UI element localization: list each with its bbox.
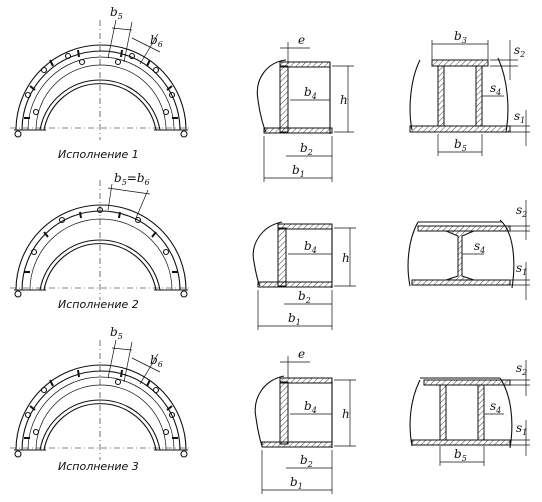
svg-text:b1: b1: [292, 163, 305, 179]
svg-text:s2: s2: [516, 361, 527, 377]
svg-text:b4: b4: [304, 85, 317, 101]
section-variant-1: e b4 h b2 b1: [256, 33, 354, 182]
ring-variant-1: b5 b6 Исполнение 1: [10, 5, 192, 161]
svg-text:e: e: [298, 347, 305, 361]
svg-text:s4: s4: [490, 81, 501, 97]
svg-text:b6: b6: [150, 33, 163, 49]
ring-variant-2: b5=b6 Исполнение 2: [10, 171, 192, 311]
svg-text:s1: s1: [514, 109, 525, 125]
svg-text:b3: b3: [454, 29, 467, 45]
dim-e-label: e: [298, 33, 305, 47]
svg-text:s1: s1: [516, 261, 527, 277]
svg-text:b2: b2: [298, 289, 311, 305]
dim-b5-label: b: [110, 5, 118, 19]
dim-b5-label: b: [110, 325, 118, 339]
profile-variant-1: b3 s2 s4 s1 b5: [409, 29, 530, 156]
caption-variant-2: Исполнение 2: [58, 298, 139, 311]
svg-text:b1: b1: [288, 311, 301, 327]
dim-b6-label: b: [150, 33, 158, 47]
svg-text:h: h: [342, 407, 350, 421]
svg-text:b4: b4: [304, 239, 317, 255]
svg-text:s2: s2: [516, 203, 527, 219]
svg-text:b6: b6: [150, 353, 163, 369]
profile-variant-3: s2 s4 s1 b5: [409, 360, 530, 466]
caption-variant-3: Исполнение 3: [58, 460, 139, 473]
svg-text:b5=b6: b5=b6: [114, 171, 150, 187]
svg-text:b1: b1: [290, 475, 303, 491]
svg-text:b5: b5: [454, 137, 467, 153]
section-variant-3: e b4 h b2 b1: [254, 347, 356, 494]
dim-b6-label: b: [150, 353, 158, 367]
svg-text:s1: s1: [516, 421, 527, 437]
svg-text:b2: b2: [300, 453, 313, 469]
caption-variant-1: Исполнение 1: [58, 148, 139, 161]
svg-text:b5: b5: [454, 447, 467, 463]
svg-text:s4: s4: [490, 399, 501, 415]
svg-text:b2: b2: [300, 141, 313, 157]
svg-text:b5: b5: [110, 325, 123, 341]
svg-text:s4: s4: [474, 239, 485, 255]
svg-text:b4: b4: [304, 399, 317, 415]
svg-text:b5: b5: [110, 5, 123, 21]
ring-variant-3: b5 b6 Исполнение 3: [10, 325, 192, 473]
profile-variant-2: s2 s4 s1: [407, 200, 530, 300]
svg-text:h: h: [342, 251, 350, 265]
section-variant-2: b4 h b2 b1: [252, 221, 356, 330]
dim-b5-b6-label: b: [114, 171, 122, 185]
svg-text:s2: s2: [514, 43, 525, 59]
svg-text:h: h: [340, 93, 348, 107]
